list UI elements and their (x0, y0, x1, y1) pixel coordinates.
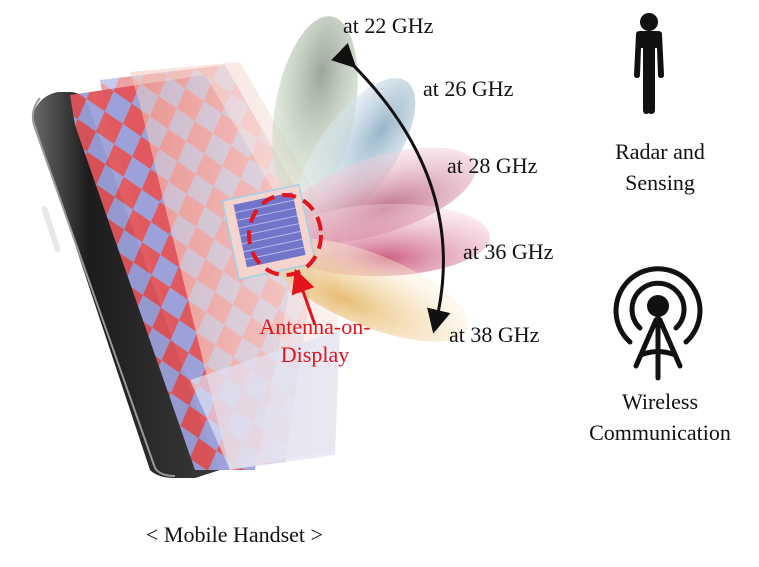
radar-label-line1: Radar and (615, 139, 705, 164)
beam-label-38ghz: at 38 GHz (449, 322, 540, 347)
beam-label-26ghz: at 26 GHz (423, 76, 514, 101)
antenna-array (221, 183, 323, 326)
antenna-highlight-circle (247, 193, 323, 277)
person-icon (634, 13, 664, 114)
beam-label-22ghz: at 22 GHz (343, 13, 434, 38)
beam-label-36ghz: at 36 GHz (463, 239, 554, 264)
radar-sensing-label: Radar and Sensing (580, 136, 740, 198)
beam-steering-arrow (331, 43, 451, 334)
antenna-label-line1: Antenna-on- (259, 314, 371, 339)
wireless-label-line1: Wireless (621, 389, 699, 414)
radar-label-line2: Sensing (625, 170, 695, 195)
antenna-on-display-label: Antenna-on- Display (225, 313, 405, 369)
beam-label-28ghz: at 28 GHz (447, 153, 538, 178)
wireless-communication-label: Wireless Communication (570, 386, 750, 448)
wireless-label-line2: Communication (589, 420, 731, 445)
antenna-label-line2: Display (280, 342, 350, 367)
antenna-pointer-arrow (291, 268, 317, 326)
antenna-tower-icon (613, 266, 703, 381)
mobile-handset-caption: < Mobile Handset > (146, 522, 323, 547)
